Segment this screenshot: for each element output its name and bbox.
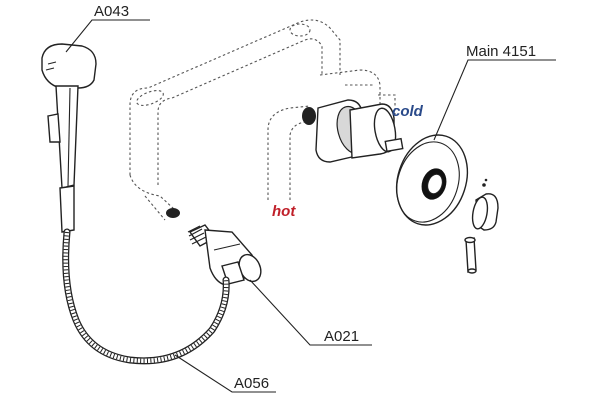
- mixer-knob: [471, 178, 499, 231]
- leader-a043: [65, 19, 150, 53]
- cold-pipe-end: [302, 107, 316, 125]
- mixer-pin: [464, 236, 477, 274]
- mixer-wall-plate: [395, 134, 469, 226]
- hygienic-shower: [41, 43, 97, 233]
- mixer-valve-body: [315, 99, 404, 163]
- label-a021: A021: [324, 328, 359, 345]
- label-a043: A043: [94, 3, 129, 20]
- label-main4151: Main 4151: [466, 43, 536, 60]
- hot-pipe-end: [166, 208, 180, 218]
- flexible-hose: [62, 228, 230, 365]
- leader-a021: [249, 279, 372, 346]
- leader-a056: [174, 354, 276, 393]
- leader-main4151: [433, 59, 556, 141]
- concealed-pipework: [129, 19, 396, 221]
- label-hot: hot: [272, 203, 296, 220]
- label-a056: A056: [234, 375, 269, 392]
- label-cold: cold: [392, 103, 424, 120]
- wall-outlet: [187, 224, 262, 286]
